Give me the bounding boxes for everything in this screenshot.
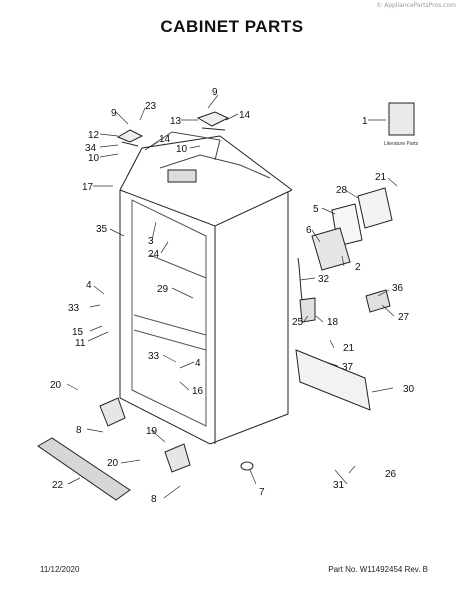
callout-32: 32 <box>318 274 330 285</box>
callout-33: 33 <box>68 303 80 314</box>
callout-8: 8 <box>76 425 82 436</box>
page-title: CABINET PARTS <box>160 17 304 36</box>
callout-15: 15 <box>72 327 84 338</box>
top-hinge-area <box>144 131 271 179</box>
hinge-left <box>116 129 144 147</box>
callout-labels: 9 23 9 13 14 12 34 10 14 10 17 1 21 28 5… <box>50 87 419 505</box>
cap-7 <box>240 461 254 471</box>
base-panel-30 <box>295 349 371 411</box>
callout-17: 17 <box>82 182 94 193</box>
callout-28: 28 <box>336 185 348 196</box>
toe-grille-22 <box>37 437 131 501</box>
roller-19a <box>99 397 126 427</box>
wire-32 <box>297 257 303 301</box>
callout-24: 24 <box>148 249 160 260</box>
callout-33: 33 <box>148 351 160 362</box>
callout-18: 18 <box>327 317 339 328</box>
callout-14: 14 <box>239 110 251 121</box>
callout-23: 23 <box>145 101 157 112</box>
callout-16: 16 <box>192 386 204 397</box>
cabinet-body <box>119 189 293 445</box>
callout-8: 8 <box>151 494 157 505</box>
top-cover-part <box>167 169 197 183</box>
callout-9: 9 <box>212 87 218 98</box>
control-board-6 <box>311 227 351 271</box>
callout-21: 21 <box>375 172 387 183</box>
callout-5: 5 <box>313 204 319 215</box>
callout-12: 12 <box>88 130 100 141</box>
footer-date: 11/12/2020 <box>40 565 80 574</box>
callout-2: 2 <box>355 262 361 273</box>
callout-3: 3 <box>148 236 154 247</box>
callout-35: 35 <box>96 224 108 235</box>
footer-part-number: Part No. W11492454 Rev. B <box>328 565 428 574</box>
callout-4: 4 <box>86 280 92 291</box>
callout-11: 11 <box>75 338 86 349</box>
callout-30: 30 <box>403 384 415 395</box>
callout-20: 20 <box>107 458 119 469</box>
callout-9: 9 <box>111 108 117 119</box>
panel-28 <box>357 187 393 229</box>
callout-27: 27 <box>398 312 410 323</box>
callout-10: 10 <box>176 144 188 155</box>
callout-19: 19 <box>146 426 158 437</box>
callout-1: 1 <box>362 116 368 127</box>
callout-4: 4 <box>195 358 201 369</box>
callout-37: 37 <box>342 362 354 373</box>
callout-21: 21 <box>343 343 355 354</box>
callout-7: 7 <box>259 487 265 498</box>
hinge-right <box>196 111 230 131</box>
roller-19b <box>164 443 191 473</box>
cabinet-top <box>119 135 293 191</box>
callout-26: 26 <box>385 469 397 480</box>
callout-36: 36 <box>392 283 404 294</box>
cabinet-inner-liner <box>131 199 207 427</box>
watermark: © AppliancePartsPros.com <box>376 2 456 9</box>
callout-20: 20 <box>50 380 62 391</box>
callout-31: 31 <box>333 480 345 491</box>
callout-29: 29 <box>157 284 169 295</box>
callout-10: 10 <box>88 153 100 164</box>
literature-parts-box <box>388 102 415 136</box>
literature-parts-label: Literature Parts <box>384 141 419 147</box>
callout-25: 25 <box>292 317 304 328</box>
callout-22: 22 <box>52 480 64 491</box>
callout-34: 34 <box>85 143 97 154</box>
callout-14: 14 <box>159 134 171 145</box>
bracket-18 <box>299 297 316 323</box>
callout-6: 6 <box>306 225 312 236</box>
callout-13: 13 <box>170 116 182 127</box>
